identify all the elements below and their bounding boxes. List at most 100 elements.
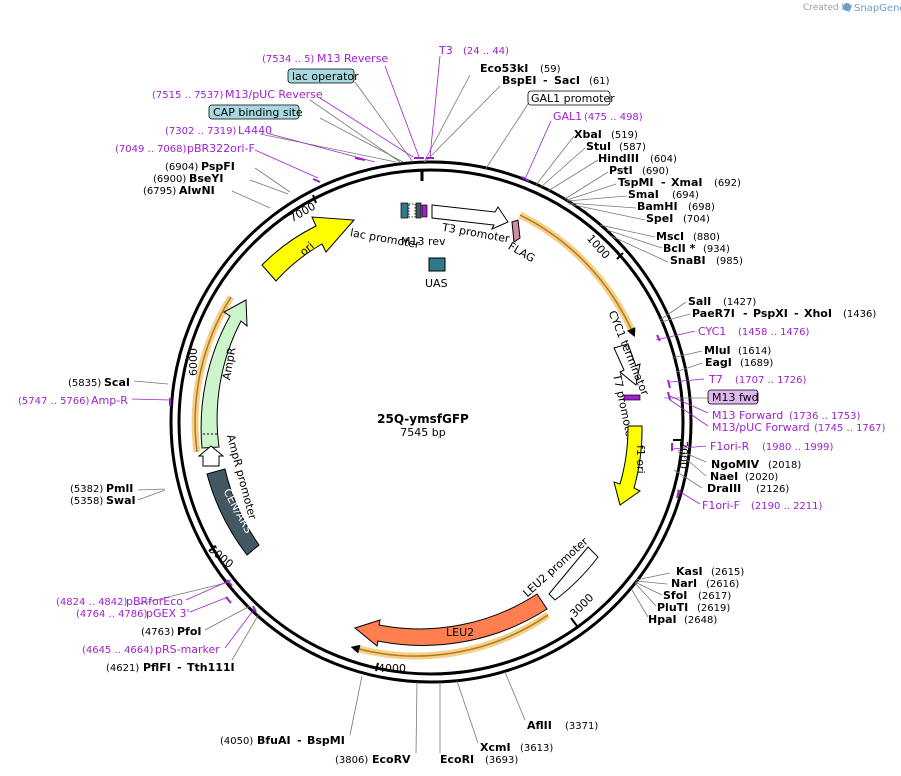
f1-ori-label: f1 ori <box>634 445 647 474</box>
enzyme-eco53ki[interactable]: Eco53kI <box>480 62 528 75</box>
enzyme-spei[interactable]: SpeI <box>646 212 673 225</box>
enzyme-draiii[interactable]: DraIII <box>707 482 741 495</box>
enzyme-bseyi[interactable]: BseYI <box>189 172 223 185</box>
enzyme-eagi-pos: (1689) <box>740 358 773 369</box>
primer-gal1[interactable]: GAL1 <box>553 110 582 123</box>
enzyme-naei[interactable]: NaeI <box>710 470 738 483</box>
enzyme-psti-pos: (690) <box>642 166 669 177</box>
enzyme-smai-pos: (694) <box>672 190 699 201</box>
enzyme-ngomiv[interactable]: NgoMIV <box>711 458 760 471</box>
backbone-inner-strand <box>177 168 685 676</box>
primer-m13rev[interactable]: M13 Reverse <box>317 52 388 65</box>
labels-right: XbaI (519) StuI (587) HindIII (604) PstI… <box>574 128 886 626</box>
enzyme-hpai[interactable]: HpaI <box>648 613 677 626</box>
primer-m13forward-pos: (1736 .. 1753) <box>789 411 861 422</box>
enzyme-bcli[interactable]: BclI * <box>663 242 696 255</box>
enzyme-pflfi[interactable]: PflFI <box>143 661 171 674</box>
enzyme-pspfi[interactable]: PspFI <box>201 160 235 173</box>
primer-f1ori-f[interactable]: F1ori-F <box>702 499 740 512</box>
plasmid-name: 25Q-ymsfGFP <box>377 412 469 426</box>
enzyme-xbai[interactable]: XbaI <box>574 128 602 141</box>
enzyme-bfuai[interactable]: BfuAI <box>257 734 291 747</box>
enzyme-sfoi-pos: (2617) <box>698 591 731 602</box>
enzyme-eagi[interactable]: EagI <box>705 356 732 369</box>
enzyme-xhoi[interactable]: XhoI <box>804 307 832 320</box>
enzyme-ngomiv-pos: (2018) <box>768 460 801 471</box>
enzyme-pflfi-pos: (4621) <box>106 663 139 674</box>
primer-m13puc-fwd[interactable]: M13/pUC Forward <box>712 421 810 434</box>
primer-pgex3[interactable]: pGEX 3' <box>146 607 190 620</box>
enzyme-alwni[interactable]: AlwNI <box>179 184 215 197</box>
enzyme-msci[interactable]: MscI <box>656 230 684 243</box>
primer-l4440[interactable]: L4440 <box>238 124 272 137</box>
enzyme-pspxi[interactable]: PspXI <box>753 307 788 320</box>
enzyme-scai[interactable]: ScaI <box>104 376 130 389</box>
enzyme-aflii-pos: (3371) <box>565 721 598 732</box>
enzyme-paer7i-sep: - <box>743 307 748 320</box>
primer-prsmarker[interactable]: pRS-marker <box>155 643 220 656</box>
feature-ampr[interactable]: AmpR <box>200 299 248 449</box>
feature-f1-ori[interactable]: f1 ori <box>613 425 647 506</box>
feature-leu2[interactable]: LEU2 <box>353 593 548 647</box>
enzyme-aflii[interactable]: AflII <box>527 719 552 732</box>
enzyme-snabi[interactable]: SnaBI <box>670 254 706 267</box>
enzyme-pfoi[interactable]: PfoI <box>177 625 202 638</box>
primer-f1ori-r[interactable]: F1ori-R <box>710 440 750 453</box>
feature-ampr-label: AmpR <box>220 346 239 381</box>
enzyme-paer7i-pos: (1436) <box>843 309 876 320</box>
enzyme-smai[interactable]: SmaI <box>628 188 659 201</box>
enzyme-bspei[interactable]: BspEI <box>502 74 536 87</box>
m13-fwd-box[interactable] <box>707 389 759 405</box>
enzyme-bamhi-pos: (698) <box>688 202 715 213</box>
enzyme-stui[interactable]: StuI <box>586 140 611 153</box>
enzyme-xmai[interactable]: XmaI <box>671 176 702 189</box>
primer-t7[interactable]: T7 <box>708 373 723 386</box>
enzyme-nari[interactable]: NarI <box>671 577 697 590</box>
enzyme-kasi-pos: (2615) <box>711 567 744 578</box>
enzyme-tspmi[interactable]: TspMI <box>618 176 654 189</box>
gal1-promoter-box[interactable] <box>527 90 611 106</box>
enzyme-mlui[interactable]: MluI <box>704 344 731 357</box>
enzyme-pmli[interactable]: PmlI <box>106 482 133 495</box>
enzyme-kasi[interactable]: KasI <box>676 565 703 578</box>
enzyme-swai[interactable]: SwaI <box>106 494 136 507</box>
enzyme-pluti[interactable]: PluTI <box>657 601 688 614</box>
enzyme-pspfi-pos: (6904) <box>165 162 198 173</box>
primer-pbr322ori[interactable]: pBR322ori-F <box>187 142 255 155</box>
enzyme-hindiii-pos: (604) <box>650 154 677 165</box>
flag-tag[interactable] <box>511 219 521 243</box>
t3-promoter-arrow[interactable] <box>431 204 509 231</box>
enzyme-sfoi[interactable]: SfoI <box>663 589 687 602</box>
enzyme-saci[interactable]: SacI <box>554 74 580 87</box>
enzyme-bspei-pos: (61) <box>589 76 610 87</box>
enzyme-paer7i[interactable]: PaeR7I <box>692 307 735 320</box>
enzyme-bspmi[interactable]: BspMI <box>307 734 345 747</box>
enzyme-bfuai-sep: - <box>297 734 302 747</box>
cap-site-box[interactable] <box>208 104 300 120</box>
primer-cyc1-pos: (1458 .. 1476) <box>738 327 810 338</box>
primer-m13puc-rev[interactable]: M13/pUC Reverse <box>225 88 323 101</box>
enzyme-spei-pos: (704) <box>683 214 710 225</box>
primer-t3[interactable]: T3 <box>438 44 453 57</box>
uas-box[interactable] <box>428 257 446 272</box>
tick-2000: 2000 <box>677 441 690 469</box>
primer-m13puc-rev-pos: (7515 .. 7537) <box>152 90 224 101</box>
primer-ampr[interactable]: Amp-R <box>91 394 128 407</box>
enzyme-sali[interactable]: SalI <box>688 295 711 308</box>
primer-f1ori-f-pos: (2190 .. 2211) <box>751 501 823 512</box>
enzyme-psti[interactable]: PstI <box>609 164 633 177</box>
enzyme-ecori[interactable]: EcoRI <box>440 753 474 766</box>
enzyme-hindiii[interactable]: HindIII <box>598 152 639 165</box>
lac-operator-box[interactable] <box>287 68 355 84</box>
feature-ori[interactable]: ori <box>261 216 356 282</box>
lac-promoter-box[interactable] <box>400 202 409 219</box>
enzyme-ecorv[interactable]: EcoRV <box>372 753 411 766</box>
primer-cyc1[interactable]: CYC1 <box>698 325 726 338</box>
primer-pbrforeco-pos: (4824 .. 4842) <box>56 597 128 608</box>
enzyme-bamhi[interactable]: BamHI <box>637 200 678 213</box>
primer-pbrforeco[interactable]: pBRforEco <box>126 595 183 608</box>
enzyme-tth111i[interactable]: Tth111I <box>187 661 235 674</box>
feature-leu2-promoter[interactable]: LEU2 promoter <box>521 535 599 601</box>
primer-m13forward[interactable]: M13 Forward <box>712 409 783 422</box>
enzyme-xcmi[interactable]: XcmI <box>480 741 511 754</box>
